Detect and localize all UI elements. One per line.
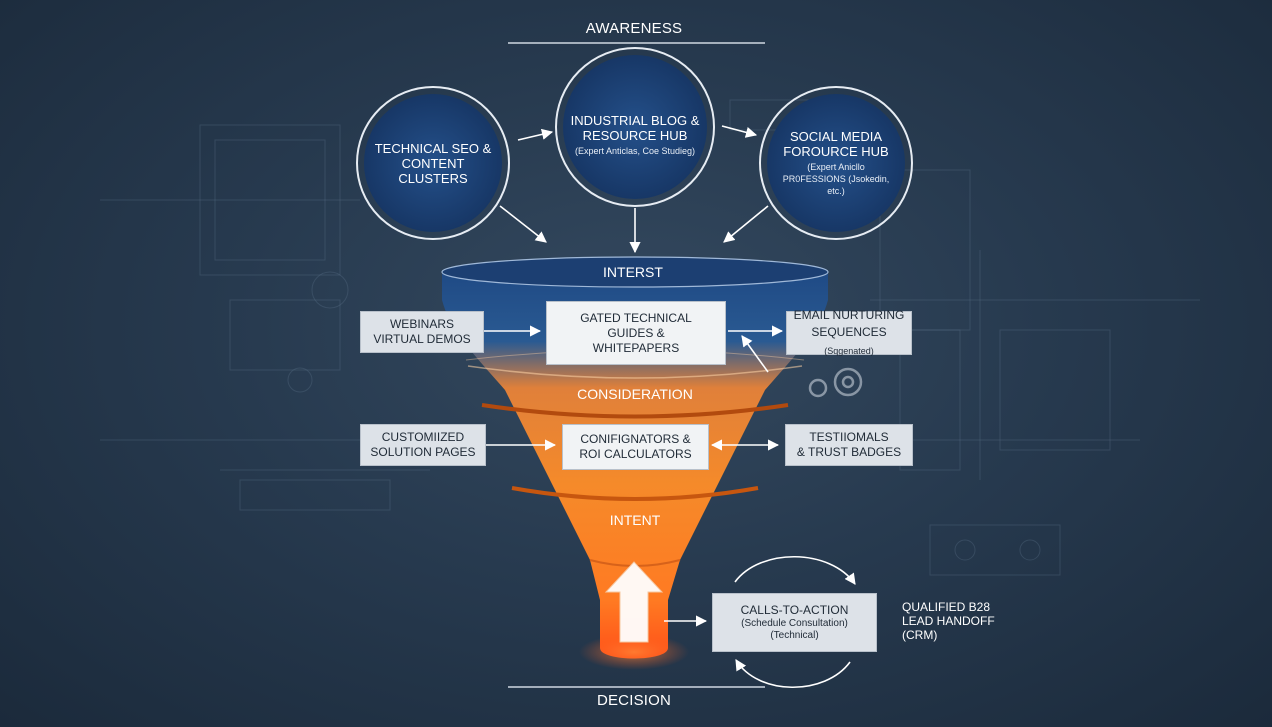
blueprint-background (100, 99, 1200, 576)
arrow-up-icon (604, 561, 664, 643)
circle-social-sub: (Expert Anicllo PR0FESSIONS (Jsokedin, e… (782, 162, 890, 196)
box-gated-guides: GATED TECHNICAL GUIDES & WHITEPAPERS (546, 301, 726, 365)
circle-seo-title: TECHNICAL SEO & CONTENT CLUSTERS (374, 140, 492, 186)
stage-interest: INTERST (603, 264, 663, 280)
box-gated-line3: WHITEPAPERS (592, 340, 680, 355)
stage-decision: DECISION (596, 692, 672, 709)
arrow-return-to-gated (741, 335, 769, 373)
lead-handoff-text: QUALIFIED B28 LEAD HANDOFF (CRM) (902, 600, 1042, 642)
stage-awareness: AWARENESS (585, 20, 683, 37)
box-configurators: CONIFIGNATORS & ROI CALCULATORS (562, 424, 709, 470)
stage-intent: INTENT (609, 512, 661, 528)
box-cta-line1: CALLS-TO-ACTION (740, 603, 849, 617)
box-email-nurturing: EMAIL NURTURING SEQUENCES (Sqgenated) (786, 307, 912, 356)
box-webinars-line1: WEBINARS (389, 317, 454, 331)
box-email-line2-small: (Sqgenated) (824, 345, 874, 356)
circle-blog (555, 47, 715, 207)
arrow-blog-to-social (721, 125, 758, 138)
box-email-line2: SEQUENCES (811, 324, 887, 339)
circle-social (759, 86, 913, 240)
lead-line2: LEAD HANDOFF (902, 614, 995, 628)
gear-icon (808, 367, 863, 398)
circle-blog-title: INDUSTRIAL BLOG & RESOURCE HUB (570, 113, 700, 143)
box-config-line2: ROI CALCULATORS (579, 447, 692, 461)
loop-arrow-bottom (735, 659, 851, 688)
box-email-line1: EMAIL NURTURING (793, 307, 905, 322)
circle-blog-text: INDUSTRIAL BLOG & RESOURCE HUB (Expert A… (570, 100, 700, 170)
lead-line3: (CRM) (902, 628, 938, 642)
box-testimonials: TESTIIOMALS & TRUST BADGES (785, 424, 913, 466)
circle-social-title: SOCIAL MEDIA FOROURCE HUB (783, 129, 889, 159)
box-cta-line2: (Schedule Consultation) (741, 618, 848, 629)
circle-blog-sub: (Expert Anticlas, Coe Studieg) (574, 146, 696, 156)
box-cta-line3: (Technical) (770, 630, 819, 641)
box-customized-line1: CUSTOMIIZED (381, 430, 465, 444)
box-gated-line1: GATED TECHNICAL (580, 310, 692, 325)
box-customized-line2: SOLUTION PAGES (370, 445, 476, 459)
circle-seo-text: TECHNICAL SEO & CONTENT CLUSTERS (373, 113, 493, 213)
box-testimonials-line2: & TRUST BADGES (796, 445, 902, 459)
loop-arrow-top (734, 556, 856, 585)
box-config-line1: CONIFIGNATORS & (580, 432, 691, 446)
stage-consideration: CONSIDERATION (577, 386, 693, 402)
box-customized-solution: CUSTOMIIZED SOLUTION PAGES (360, 424, 486, 466)
circle-social-text: SOCIAL MEDIA FOROURCE HUB (Expert Anicll… (775, 118, 897, 208)
box-calls-to-action: CALLS-TO-ACTION (Schedule Consultation) … (712, 593, 877, 652)
box-webinars: WEBINARS VIRTUAL DEMOS (360, 311, 484, 353)
box-gated-line2: GUIDES & (607, 325, 665, 340)
box-testimonials-line1: TESTIIOMALS (809, 430, 889, 444)
lead-line1: QUALIFIED B28 (902, 600, 991, 614)
box-webinars-line2: VIRTUAL DEMOS (373, 332, 471, 346)
arrow-seo-to-blog (517, 128, 554, 141)
box-email-line2-wrap: SEQUENCES (Sqgenated) (787, 323, 911, 359)
circle-seo (356, 86, 510, 240)
arrow-seo-to-funnel (499, 205, 547, 243)
arrow-social-to-funnel (723, 205, 769, 243)
